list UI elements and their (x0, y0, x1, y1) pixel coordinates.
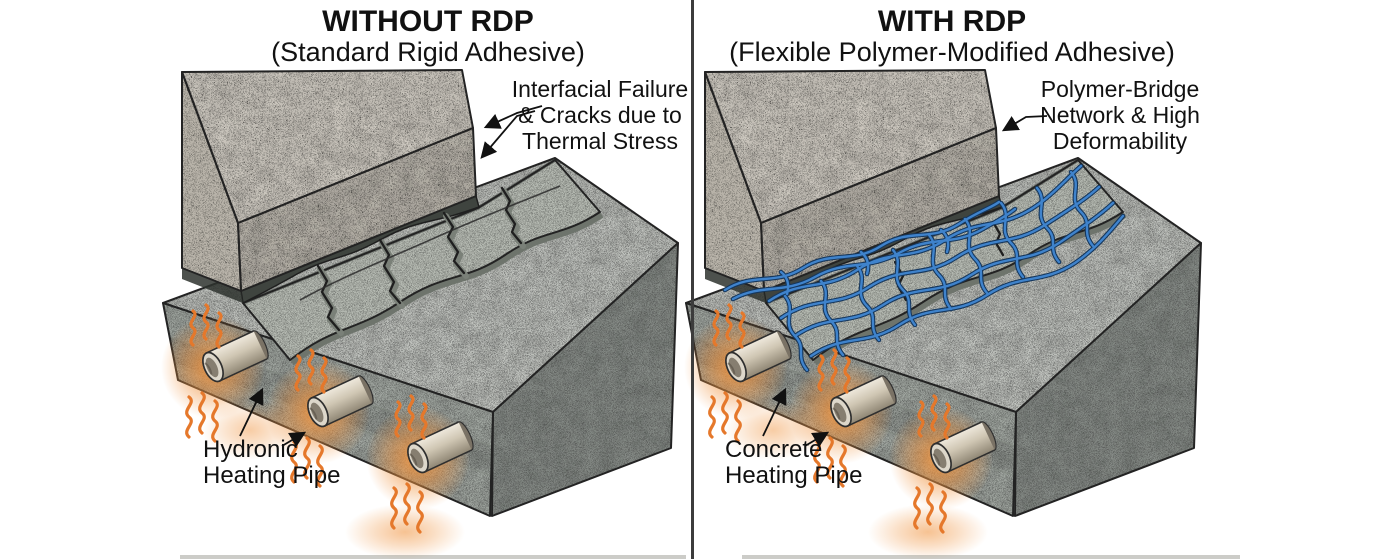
right-title-main: WITH RDP (877, 5, 1027, 38)
panel-divider (691, 0, 694, 559)
left-panel-title: WITHOUT RDP (Standard Rigid Adhesive) (158, 5, 698, 67)
bottom-crop-strip (180, 555, 686, 559)
right-title-sub: (Flexible Polymer-Modified Adhesive) (729, 37, 1175, 67)
panel-with-rdp (673, 60, 1213, 559)
right-panel-title: WITH RDP (Flexible Polymer-Modified Adhe… (702, 5, 1202, 67)
right-annotation: Polymer-Bridge Network & High Deformabil… (1040, 76, 1200, 154)
network-blue-strands (723, 164, 1125, 372)
panel-without-rdp (150, 60, 690, 559)
left-annotation: Interfacial Failure & Cracks due to Ther… (511, 76, 689, 154)
annotation-arrows (239, 105, 1048, 447)
bottom-crop-strip (742, 555, 1240, 559)
adhesive-cracks (299, 185, 561, 336)
left-pipe-label: Hydronic Heating Pipe (203, 436, 341, 489)
left-title-main: WITHOUT RDP (322, 5, 534, 38)
right-pipe-label: Concrete Heating Pipe (725, 436, 863, 489)
left-title-sub: (Standard Rigid Adhesive) (271, 37, 585, 67)
polymer-bridge-network (722, 163, 1126, 373)
